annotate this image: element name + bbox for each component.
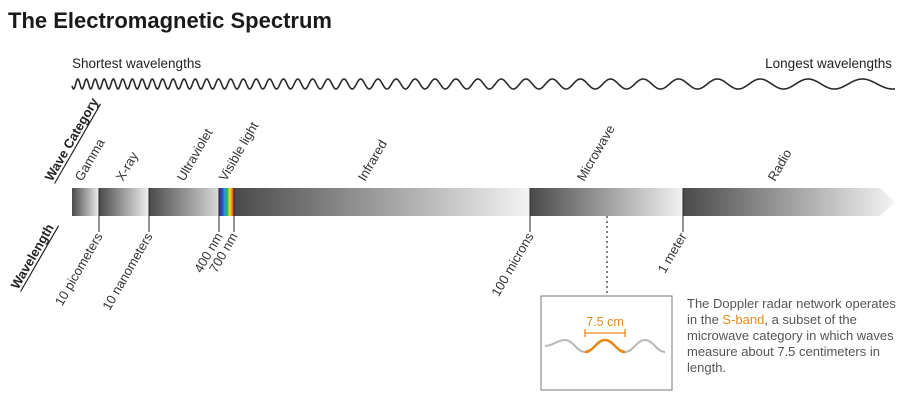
- inset-s-band-wave: [584, 338, 626, 354]
- shortest-wavelengths-label: Shortest wavelengths: [72, 56, 202, 71]
- tick-label-10-picometers: 10 picometers: [52, 230, 106, 309]
- longest-wavelengths-label: Longest wavelengths: [765, 56, 892, 71]
- band-ultraviolet: [149, 188, 219, 216]
- s-band-note: The Doppler radar network operates in th…: [687, 296, 897, 376]
- band-microwave: [530, 188, 683, 216]
- band-visible: [219, 188, 234, 216]
- wavelength-title-group: Wavelength: [8, 221, 60, 292]
- note-text-after: , a subset of the microwave category in …: [687, 312, 894, 375]
- band-radio: [683, 188, 895, 216]
- wavelength-chirp-wave: [71, 78, 896, 90]
- category-label-xray: X-ray: [113, 149, 142, 184]
- note-text-before: The Doppler radar network operates in th…: [687, 296, 896, 327]
- category-label-infrared: Infrared: [355, 137, 390, 183]
- band-boundaries: [98, 188, 684, 232]
- category-label-visible: Visible light: [216, 119, 262, 184]
- s-band-highlight: S-band: [722, 312, 765, 327]
- inset-measure-label: 7.5 cm: [586, 315, 624, 329]
- band-infrared: [234, 188, 530, 216]
- tick-label-1-meter: 1 meter: [655, 229, 690, 275]
- tick-label-10-nanometers: 10 nanometers: [99, 230, 156, 313]
- page-title: The Electromagnetic Spectrum: [8, 8, 332, 33]
- inset-measure-bracket: [584, 329, 626, 337]
- wavelength-title: Wavelength: [8, 221, 57, 291]
- category-label-radio: Radio: [765, 147, 795, 184]
- tick-label-100-microns: 100 microns: [488, 230, 537, 299]
- category-label-microwave: Microwave: [574, 122, 618, 183]
- category-label-ultraviolet: Ultraviolet: [174, 126, 216, 184]
- band-xray: [99, 188, 149, 216]
- band-gamma: [72, 188, 99, 216]
